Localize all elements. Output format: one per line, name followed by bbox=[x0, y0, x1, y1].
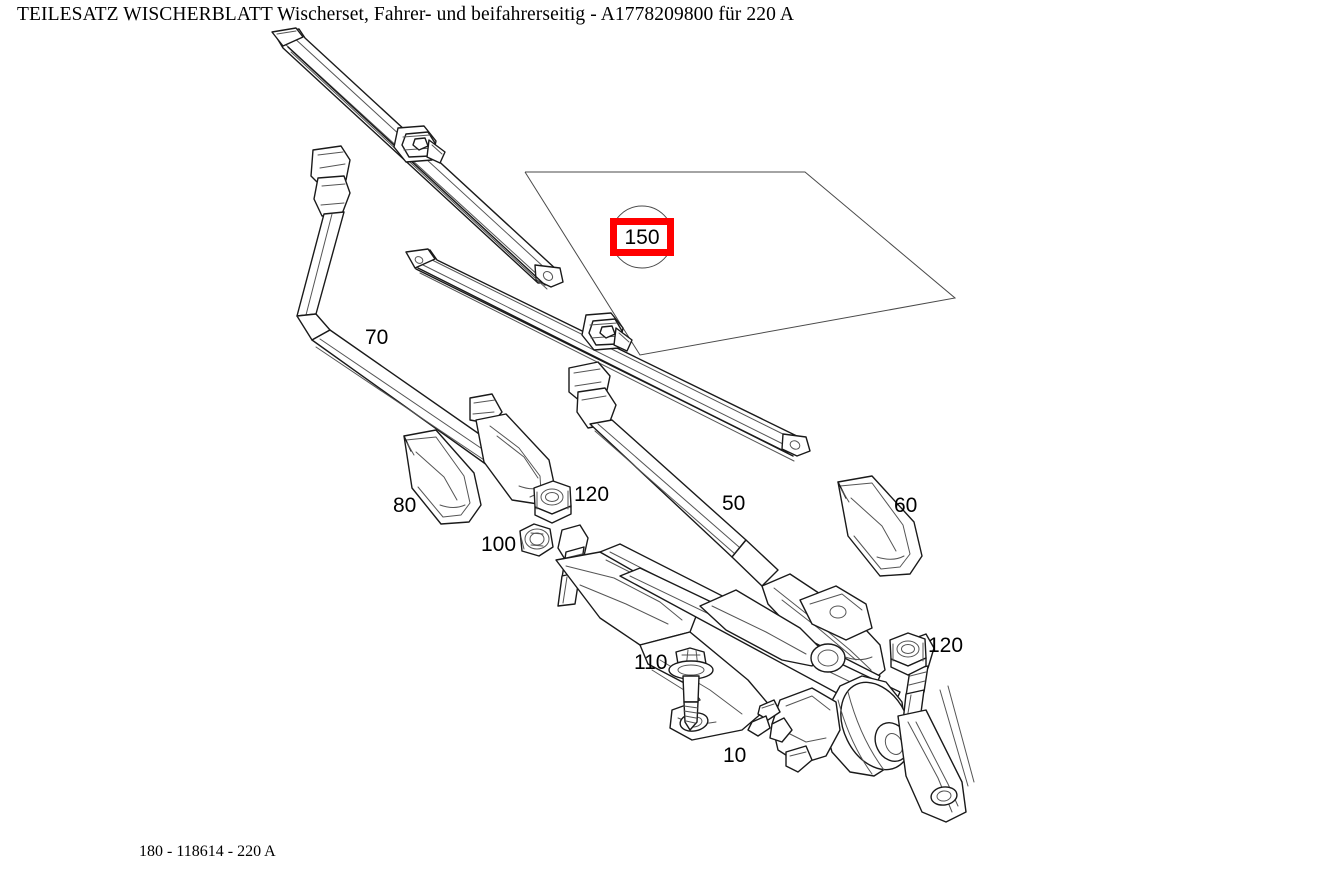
footer-reference: 180 - 118614 - 220 A bbox=[139, 843, 276, 860]
grommet-bushing bbox=[519, 523, 554, 557]
callout-150-region-polygon bbox=[524, 171, 957, 356]
wiper-blade-upper bbox=[271, 27, 564, 290]
flange-bolt bbox=[668, 647, 714, 731]
blade-connector-clip-upper bbox=[393, 125, 446, 164]
wiper-arm-driver bbox=[296, 145, 556, 505]
callout-label-100: 100 bbox=[481, 533, 517, 556]
callout-label-60: 60 bbox=[894, 494, 918, 517]
page-title: TEILESATZ WISCHERBLATT Wischerset, Fahre… bbox=[17, 4, 795, 25]
wiper-arm-cover-driver bbox=[403, 429, 482, 525]
callout-label-120-upper: 120 bbox=[574, 483, 610, 506]
wiper-blade-lower bbox=[405, 248, 811, 462]
hex-nut-upper bbox=[533, 480, 572, 524]
wiper-arm-cover-passenger bbox=[837, 475, 923, 577]
callout-label-50: 50 bbox=[722, 492, 746, 515]
wiper-linkage-motor-assembly bbox=[555, 524, 975, 823]
callout-label-110: 110 bbox=[634, 651, 668, 674]
hex-nut-lower bbox=[889, 632, 927, 676]
callout-label-120-lower: 120 bbox=[928, 634, 964, 657]
callout-label-150: 150 bbox=[624, 225, 660, 249]
blade-connector-clip-lower bbox=[581, 312, 633, 352]
callout-150-highlight-box[interactable]: 150 bbox=[610, 218, 674, 256]
callout-label-10: 10 bbox=[723, 744, 747, 767]
callout-label-80: 80 bbox=[393, 494, 417, 517]
callout-label-70: 70 bbox=[365, 326, 389, 349]
